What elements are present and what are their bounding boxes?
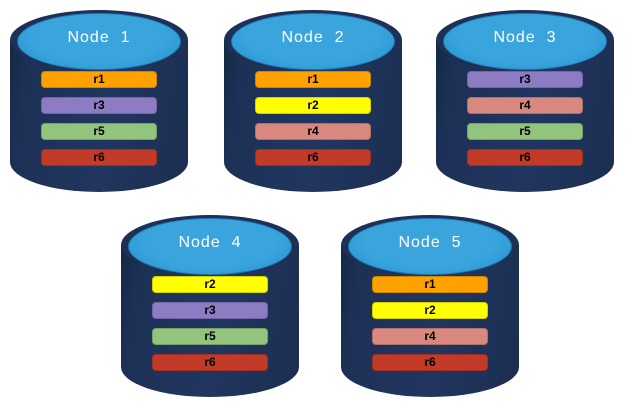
replica-bar: r6: [152, 354, 268, 371]
cylinder-top-ellipse: [128, 218, 292, 275]
node-title: Node 5: [398, 234, 462, 251]
node-cylinder-2: Node 2 r1 r2 r4 r6: [224, 10, 402, 192]
replica-bar: r2: [372, 302, 488, 319]
node-cylinder-3: Node 3 r3 r4 r5 r6: [436, 10, 614, 192]
replica-bar: r6: [372, 354, 488, 371]
replica-bar: r1: [255, 71, 371, 88]
replica-list: r1 r3 r5 r6: [41, 71, 157, 166]
replica-bar: r2: [152, 276, 268, 293]
cylinder-top-ellipse: [231, 13, 395, 70]
replica-bar: r5: [41, 123, 157, 140]
node-cylinder-1: Node 1 r1 r3 r5 r6: [10, 10, 188, 192]
cylinder-top-ellipse: [348, 218, 512, 275]
node-title: Node 1: [67, 29, 131, 46]
node-cylinder-5: Node 5 r1 r2 r4 r6: [341, 215, 519, 397]
replica-bar: r6: [255, 149, 371, 166]
replica-list: r2 r3 r5 r6: [152, 276, 268, 371]
replica-bar: r3: [467, 71, 583, 88]
replica-bar: r1: [372, 276, 488, 293]
replica-bar: r2: [255, 97, 371, 114]
node-title: Node 3: [493, 29, 557, 46]
node-title: Node 4: [178, 234, 242, 251]
cylinder-top-ellipse: [17, 13, 181, 70]
node-cylinder-4: Node 4 r2 r3 r5 r6: [121, 215, 299, 397]
replica-bar: r4: [255, 123, 371, 140]
replica-bar: r4: [467, 97, 583, 114]
replica-bar: r1: [41, 71, 157, 88]
cylinder-top-ellipse: [443, 13, 607, 70]
replica-bar: r6: [41, 149, 157, 166]
replica-bar: r6: [467, 149, 583, 166]
replica-list: r1 r2 r4 r6: [372, 276, 488, 371]
node-title: Node 2: [281, 29, 345, 46]
replica-bar: r4: [372, 328, 488, 345]
replica-bar: r5: [467, 123, 583, 140]
replica-bar: r3: [152, 302, 268, 319]
replica-list: r1 r2 r4 r6: [255, 71, 371, 166]
replica-bar: r5: [152, 328, 268, 345]
replica-bar: r3: [41, 97, 157, 114]
replica-list: r3 r4 r5 r6: [467, 71, 583, 166]
